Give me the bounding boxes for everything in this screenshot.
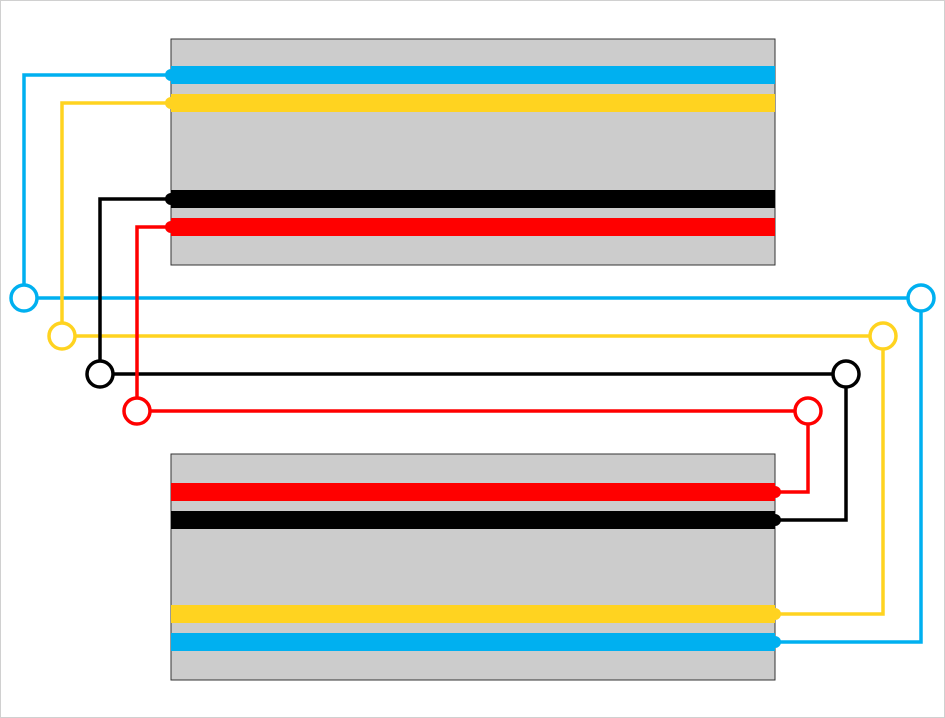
- yellow-bar-top-end-dot: [165, 97, 177, 109]
- red-terminal-left: [122, 396, 152, 426]
- black-wire-left: [98, 197, 166, 374]
- black-terminal-right: [831, 359, 861, 389]
- blue-terminal-right: [906, 283, 936, 313]
- yellow-connection: [47, 94, 898, 623]
- red-bar-bottom-end-dot: [769, 486, 781, 498]
- yellow-wire-right: [780, 349, 885, 616]
- black-connection: [85, 190, 861, 529]
- blue-wire-right: [780, 311, 923, 644]
- yellow-bar-bottom-end-dot: [769, 608, 781, 620]
- black-wire-right: [780, 387, 848, 522]
- black-bar-bottom-end-dot: [769, 514, 781, 526]
- blue-bar-bottom-end-dot: [769, 636, 781, 648]
- black-bar-top-end-dot: [165, 193, 177, 205]
- red-wire-right: [780, 424, 810, 494]
- black-terminal-left: [85, 359, 115, 389]
- yellow-wire-left: [60, 101, 166, 336]
- blue-bar-top-end-dot: [165, 69, 177, 81]
- yellow-terminal-left: [47, 321, 77, 351]
- blue-terminal-left: [9, 283, 39, 313]
- red-terminal-right: [793, 396, 823, 426]
- blue-wire-left: [22, 73, 166, 298]
- blue-connection: [9, 66, 936, 651]
- yellow-terminal-right: [868, 321, 898, 351]
- red-wire-left: [135, 225, 166, 411]
- red-connection: [122, 218, 823, 501]
- red-bar-top-end-dot: [165, 221, 177, 233]
